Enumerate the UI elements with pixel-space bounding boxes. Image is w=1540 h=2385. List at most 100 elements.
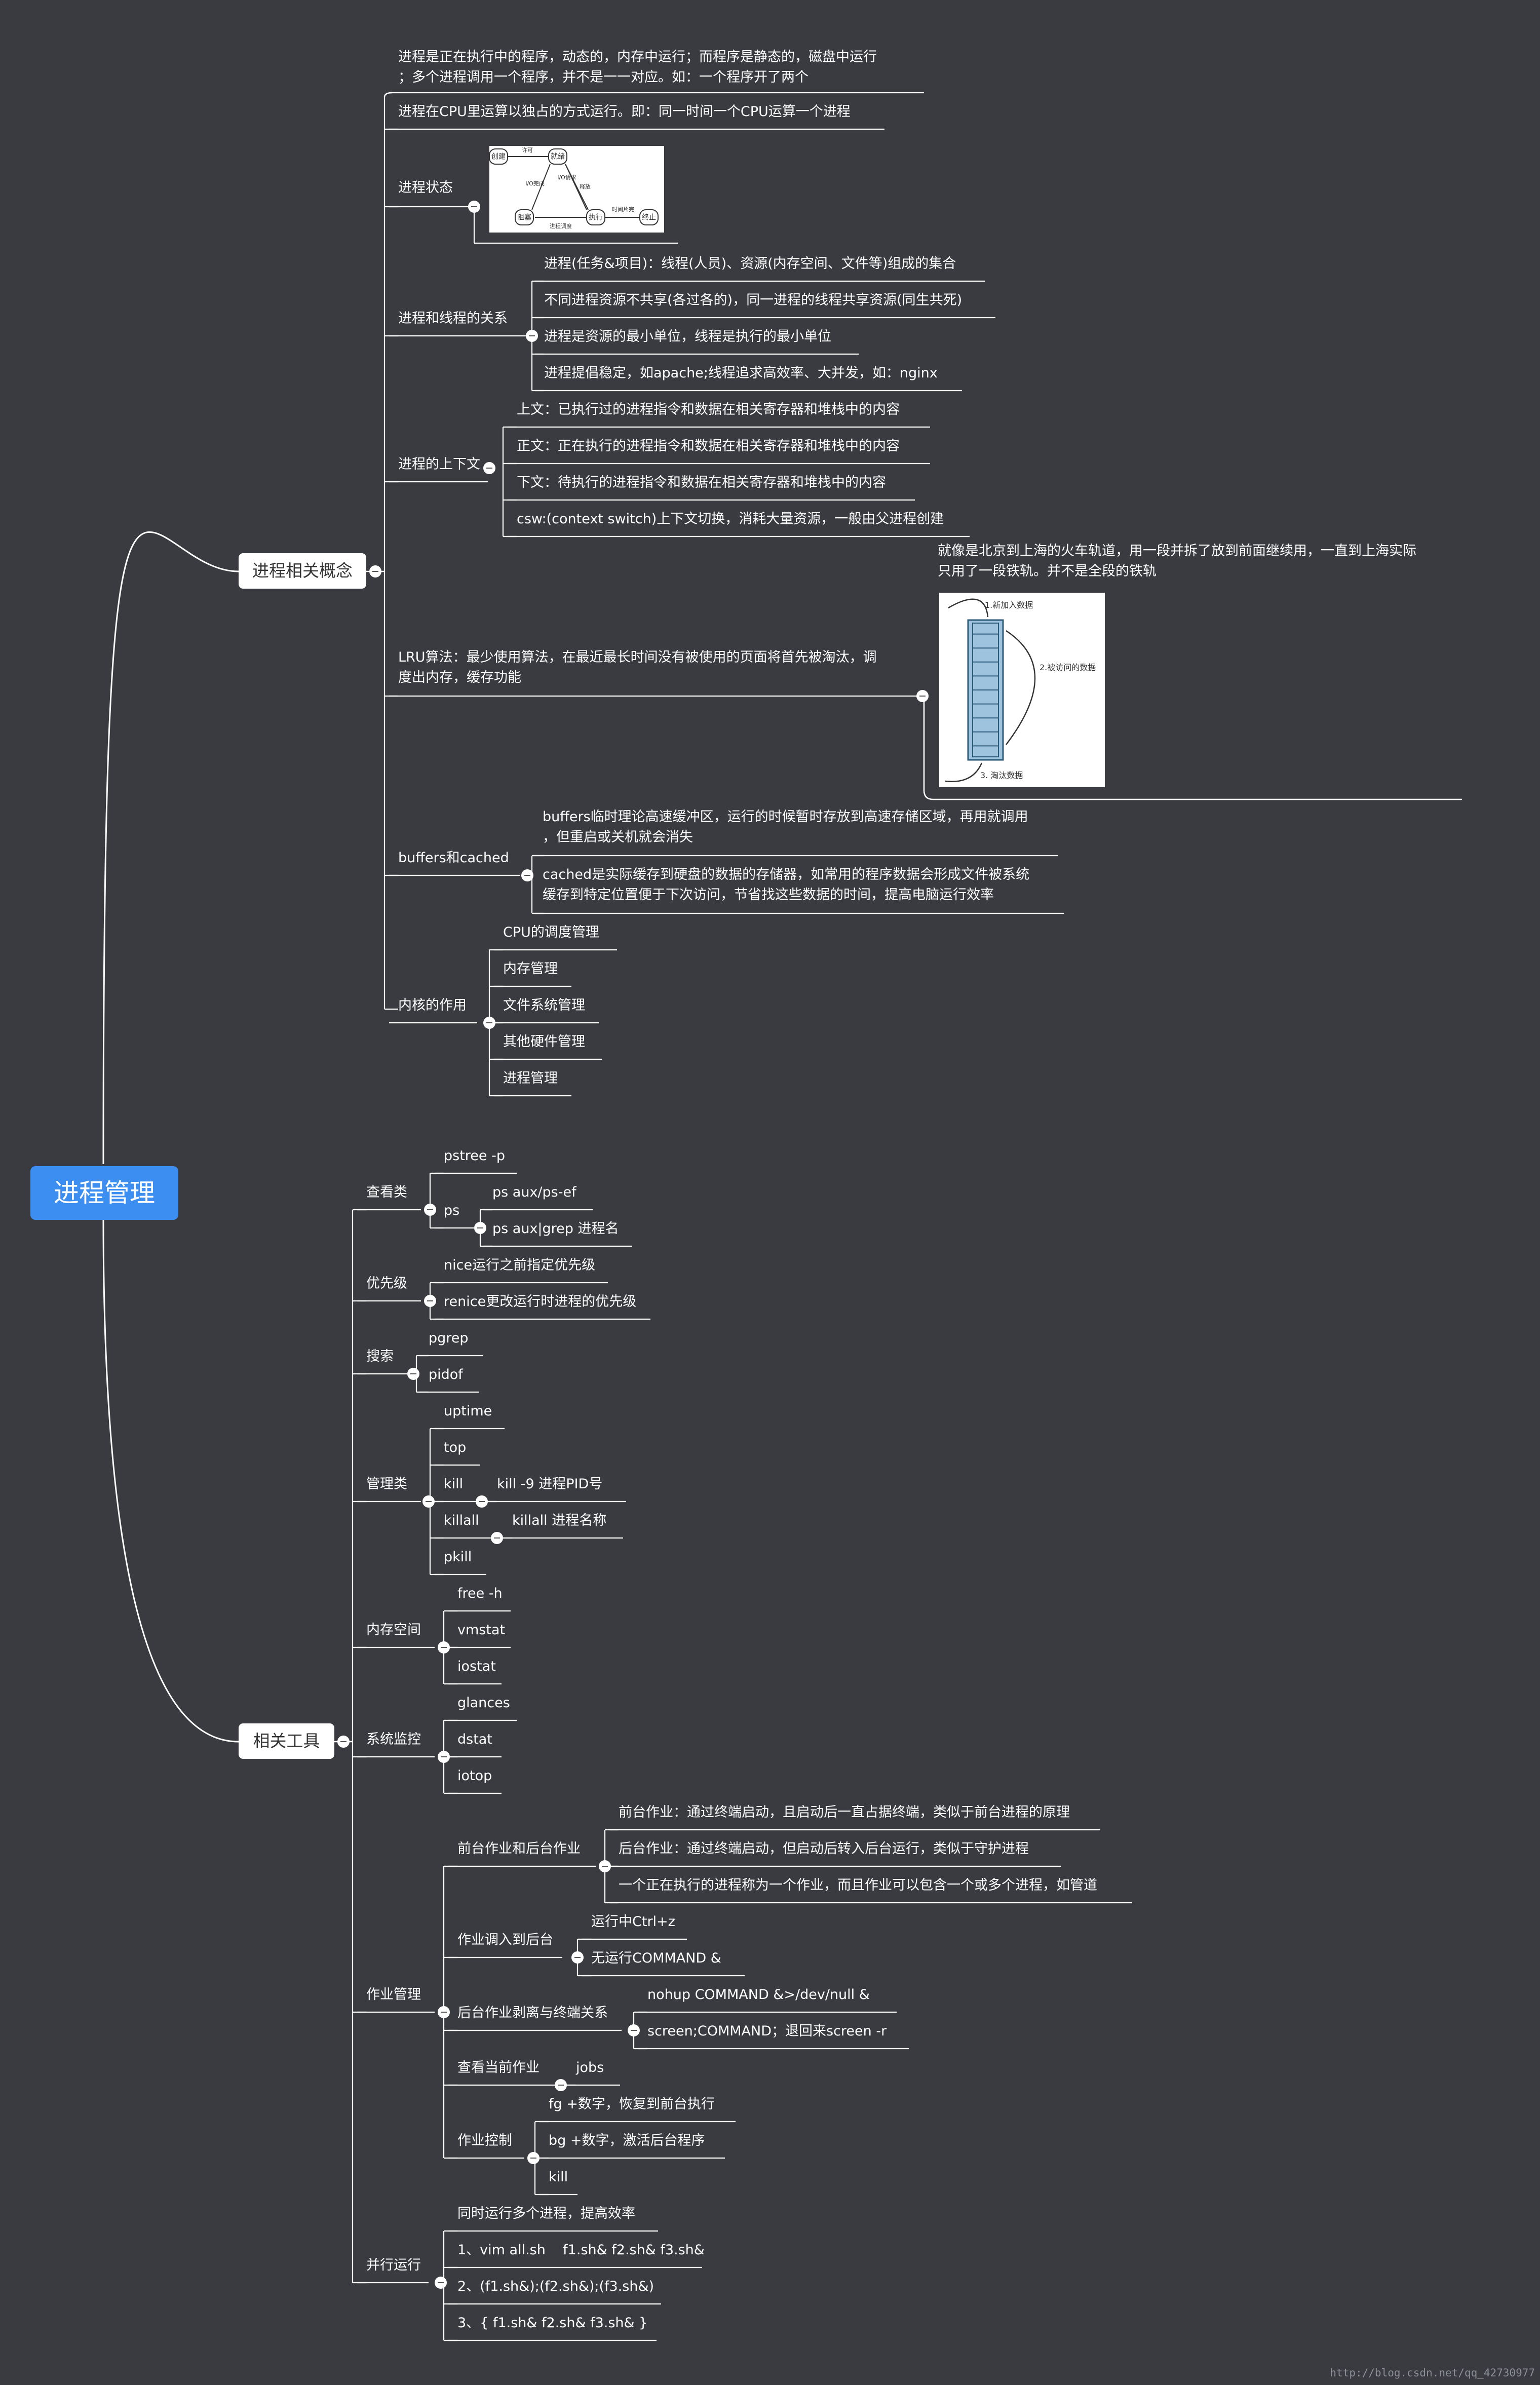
- concept-context-item[interactable]: 上文：已执行过的进程指令和数据在相关寄存器和堆栈中的内容: [517, 400, 900, 420]
- collapse-toggle[interactable]: [916, 690, 929, 702]
- tools-memory-item[interactable]: iostat: [457, 1657, 496, 1677]
- tools-renice[interactable]: renice更改运行时进程的优先级: [444, 1292, 636, 1312]
- jobs-control-item[interactable]: kill: [549, 2167, 568, 2187]
- collapse-toggle[interactable]: [468, 201, 480, 213]
- jobs-jobs[interactable]: jobs: [576, 2058, 604, 2078]
- concept-kernel[interactable]: 内核的作用: [398, 995, 467, 1016]
- jobs-control[interactable]: 作业控制: [457, 2131, 512, 2151]
- collapse-toggle[interactable]: [474, 1222, 486, 1234]
- concept-kernel-item[interactable]: 文件系统管理: [503, 995, 585, 1016]
- collapse-toggle[interactable]: [483, 462, 495, 474]
- concept-cpu-exclusive[interactable]: 进程在CPU里运算以独占的方式运行。即：同一时间一个CPU运算一个进程: [398, 102, 851, 122]
- tools-view[interactable]: 查看类: [366, 1182, 407, 1203]
- tools-monitor-item[interactable]: glances: [457, 1693, 510, 1713]
- collapse-toggle[interactable]: [571, 1951, 584, 1964]
- tools-manage-item[interactable]: uptime: [444, 1401, 492, 1421]
- jobs-fg-bg-item[interactable]: 后台作业：通过终端启动，但启动后转入后台运行，类似于守护进程: [619, 1839, 1029, 1859]
- concept-process-state[interactable]: 进程状态: [398, 178, 453, 198]
- concept-process-thread-item[interactable]: 不同进程资源不共享(各过各的)，同一进程的线程共享资源(同生共死): [544, 290, 962, 311]
- concept-kernel-item[interactable]: 进程管理: [503, 1068, 558, 1089]
- tools-pstree[interactable]: pstree -p: [444, 1146, 505, 1166]
- tools-nice[interactable]: nice运行之前指定优先级: [444, 1255, 595, 1276]
- tools-memory-item[interactable]: vmstat: [457, 1620, 505, 1640]
- concept-lru-analogy[interactable]: 就像是北京到上海的火车轨道，用一段并拆了放到前面继续用，一直到上海实际只用了一段…: [938, 541, 1416, 582]
- concept-lru[interactable]: LRU算法：最少使用算法，在最近最长时间没有被使用的页面将首先被淘汰，调度出内存…: [398, 647, 877, 688]
- jobs-fg-bg-item[interactable]: 一个正在执行的进程称为一个作业，而且作业可以包含一个或多个进程，如管道: [619, 1875, 1097, 1896]
- collapse-toggle[interactable]: [438, 1641, 450, 1653]
- collapse-toggle[interactable]: [435, 2277, 447, 2289]
- collapse-toggle[interactable]: [599, 1860, 611, 1872]
- tools-priority[interactable]: 优先级: [366, 1274, 407, 1294]
- concept-buffers-cached[interactable]: buffers和cached: [398, 848, 509, 868]
- jobs-detach[interactable]: 后台作业剥离与终端关系: [457, 2003, 608, 2023]
- collapse-toggle[interactable]: [527, 2152, 540, 2164]
- tools-jobs[interactable]: 作业管理: [366, 1985, 421, 2005]
- tools-memory[interactable]: 内存空间: [366, 1620, 421, 1640]
- concept-process-thread-item[interactable]: 进程(任务&项目)：线程(人员)、资源(内存空间、文件等)组成的集合: [544, 254, 956, 274]
- tools-monitor-item[interactable]: dstat: [457, 1729, 492, 1750]
- tools-killall-name[interactable]: killall 进程名称: [512, 1511, 606, 1531]
- tools-parallel-item[interactable]: 3、{ f1.sh& f2.sh& f3.sh& }: [457, 2313, 647, 2333]
- collapse-toggle[interactable]: [369, 565, 381, 578]
- tools-ps[interactable]: ps: [444, 1201, 459, 1221]
- collapse-toggle[interactable]: [491, 1532, 503, 1544]
- jobs-list[interactable]: 查看当前作业: [457, 2058, 540, 2078]
- collapse-toggle[interactable]: [628, 2024, 640, 2036]
- collapse-toggle[interactable]: [407, 1368, 419, 1380]
- concept-definition[interactable]: 进程是正在执行中的程序，动态的，内存中运行；而程序是静态的，磁盘中运行；多个进程…: [398, 47, 877, 88]
- tools-memory-item[interactable]: free -h: [457, 1584, 503, 1604]
- tools-search[interactable]: 搜索: [366, 1347, 394, 1367]
- collapse-toggle[interactable]: [337, 1736, 350, 1748]
- jobs-screen[interactable]: screen;COMMAND；退回来screen -r: [647, 2021, 887, 2042]
- collapse-toggle[interactable]: [438, 2006, 450, 2018]
- jobs-to-background[interactable]: 作业调入到后台: [457, 1930, 553, 1950]
- concept-process-thread-item[interactable]: 进程提倡稳定，如apache;线程追求高效率、大并发，如：nginx: [544, 363, 938, 383]
- tools-parallel-item[interactable]: 2、(f1.sh&);(f2.sh&);(f3.sh&): [457, 2277, 654, 2297]
- tools-kill-9[interactable]: kill -9 进程PID号: [497, 1474, 602, 1494]
- concept-context-item[interactable]: 下文：待执行的进程指令和数据在相关寄存器和堆栈中的内容: [517, 473, 886, 493]
- collapse-toggle[interactable]: [483, 1017, 495, 1029]
- concept-kernel-item[interactable]: 其他硬件管理: [503, 1032, 585, 1052]
- concept-context-item[interactable]: csw:(context switch)上下文切换，消耗大量资源，一般由父进程创…: [517, 509, 944, 529]
- tools-manage[interactable]: 管理类: [366, 1474, 407, 1494]
- jobs-ctrl-z[interactable]: 运行中Ctrl+z: [591, 1912, 675, 1932]
- collapse-toggle[interactable]: [526, 330, 538, 342]
- collapse-toggle[interactable]: [438, 1751, 450, 1763]
- collapse-toggle[interactable]: [476, 1495, 488, 1508]
- root-node[interactable]: 进程管理: [30, 1166, 178, 1220]
- jobs-control-item[interactable]: bg +数字，激活后台程序: [549, 2131, 705, 2151]
- concept-buffers[interactable]: buffers临时理论高速缓冲区，运行的时候暂时存放到高速存储区域，再用就调用，…: [543, 807, 1028, 848]
- concept-context-item[interactable]: 正文：正在执行的进程指令和数据在相关寄存器和堆栈中的内容: [517, 436, 900, 456]
- jobs-command-amp[interactable]: 无运行COMMAND &: [591, 1948, 721, 1969]
- tools-killall[interactable]: killall: [444, 1511, 479, 1531]
- branch-concepts[interactable]: 进程相关概念: [239, 553, 366, 589]
- tools-monitor-item[interactable]: iotop: [457, 1766, 492, 1786]
- collapse-toggle[interactable]: [555, 2079, 567, 2091]
- concept-context[interactable]: 进程的上下文: [398, 454, 480, 475]
- tools-pidof[interactable]: pidof: [429, 1365, 463, 1385]
- concept-cached[interactable]: cached是实际缓存到硬盘的数据的存储器，如常用的程序数据会形成文件被系统缓存…: [543, 865, 1029, 905]
- tools-monitor[interactable]: 系统监控: [366, 1729, 421, 1750]
- collapse-toggle[interactable]: [521, 869, 533, 881]
- collapse-toggle[interactable]: [424, 1204, 436, 1216]
- tools-parallel[interactable]: 并行运行: [366, 2255, 421, 2276]
- concept-kernel-item[interactable]: CPU的调度管理: [503, 922, 599, 943]
- branch-tools[interactable]: 相关工具: [239, 1723, 334, 1759]
- jobs-control-item[interactable]: fg +数字，恢复到前台执行: [549, 2094, 715, 2114]
- tools-kill[interactable]: kill: [444, 1474, 463, 1494]
- tools-ps-grep[interactable]: ps aux|grep 进程名: [492, 1219, 619, 1239]
- tools-pkill[interactable]: pkill: [444, 1547, 472, 1567]
- tools-manage-item[interactable]: top: [444, 1438, 466, 1458]
- tools-parallel-item[interactable]: 1、vim all.sh f1.sh& f2.sh& f3.sh&: [457, 2240, 705, 2260]
- concept-process-thread-item[interactable]: 进程是资源的最小单位，线程是执行的最小单位: [544, 327, 831, 347]
- jobs-nohup[interactable]: nohup COMMAND &>/dev/null &: [647, 1985, 870, 2005]
- jobs-fg-bg-item[interactable]: 前台作业：通过终端启动，且启动后一直占据终端，类似于前台进程的原理: [619, 1802, 1070, 1823]
- tools-ps-aux[interactable]: ps aux/ps-ef: [492, 1182, 576, 1203]
- tools-pgrep[interactable]: pgrep: [429, 1328, 469, 1349]
- concept-kernel-item[interactable]: 内存管理: [503, 959, 558, 979]
- concept-process-thread[interactable]: 进程和线程的关系: [398, 309, 508, 329]
- tools-parallel-item[interactable]: 同时运行多个进程，提高效率: [457, 2204, 635, 2224]
- collapse-toggle[interactable]: [422, 1495, 435, 1508]
- collapse-toggle[interactable]: [424, 1295, 436, 1307]
- jobs-fg-bg[interactable]: 前台作业和后台作业: [457, 1839, 581, 1859]
